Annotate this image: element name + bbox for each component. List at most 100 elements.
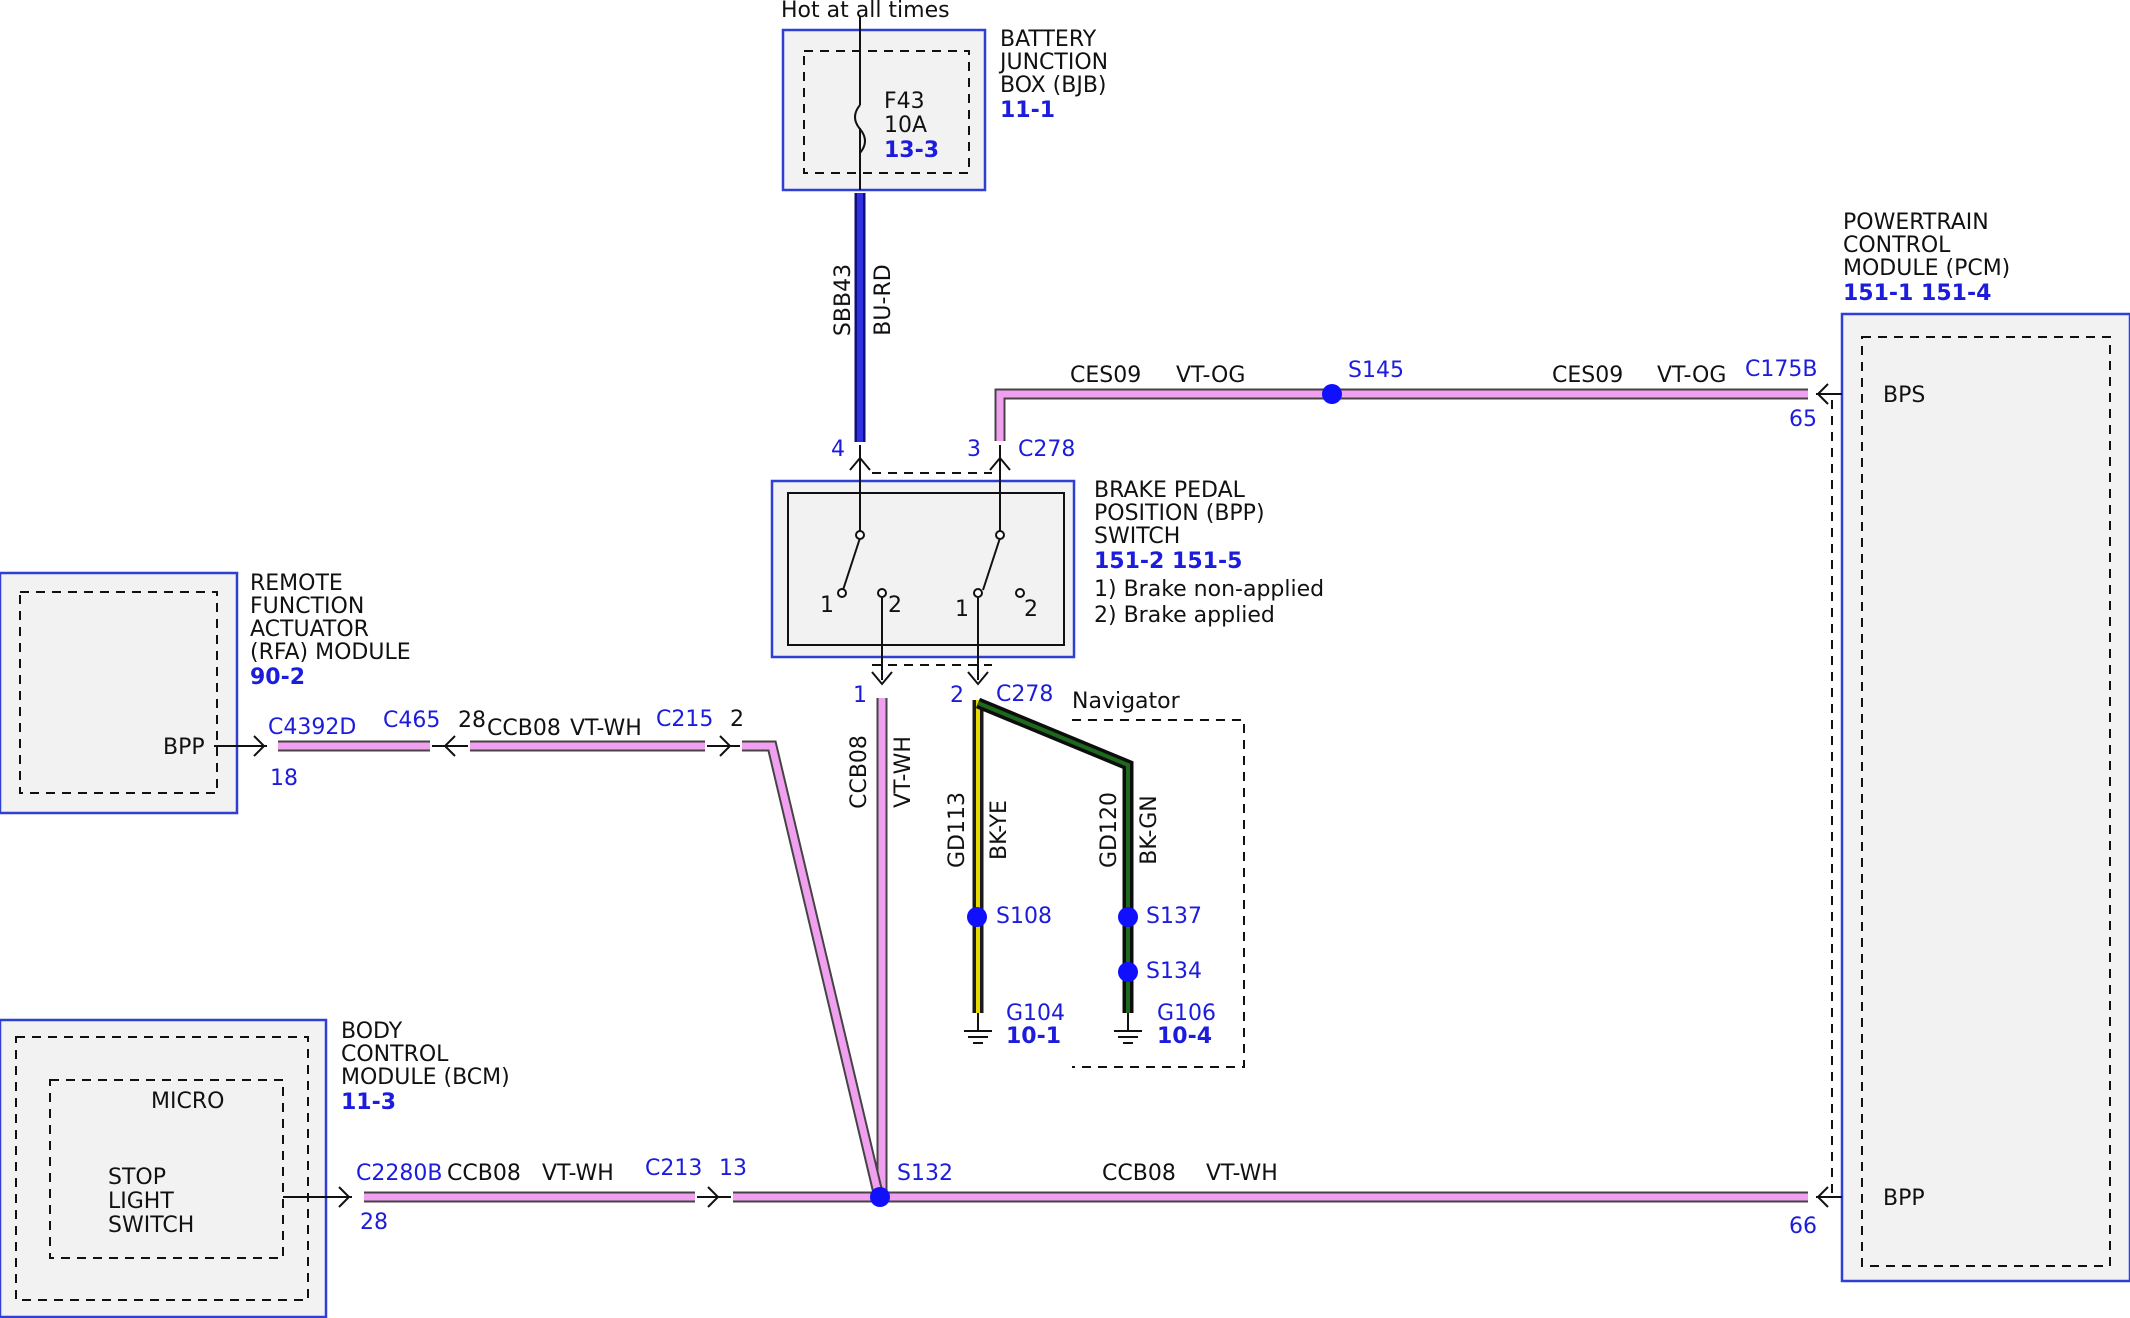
wire-gd113-color: BK-YE	[987, 800, 1012, 860]
fuse-ref[interactable]: 13-3	[884, 138, 939, 163]
wire-ces09-right-circuit: CES09	[1552, 363, 1623, 388]
pcm-title-2: CONTROL	[1843, 233, 1951, 258]
rfa-pin-bpp: BPP	[163, 735, 205, 760]
connector-c2280b-pin: 28	[360, 1210, 388, 1235]
connector-c175b-label: C175B	[1745, 357, 1817, 382]
wire-ces09-left-color: VT-OG	[1176, 363, 1245, 388]
wire-sbb43-circuit: SBB43	[831, 264, 856, 336]
bjb-title-2: JUNCTION	[998, 50, 1108, 75]
wire-sbb43-color: BU-RD	[871, 264, 896, 335]
brake-pedal-position-switch[interactable]	[770, 445, 1076, 686]
splice-s134-label: S134	[1146, 959, 1202, 984]
wire-ccb08-pcm-color: VT-WH	[1206, 1161, 1278, 1186]
wire-ces09-left-circuit: CES09	[1070, 363, 1141, 388]
rfa-title-3: ACTUATOR	[250, 617, 369, 642]
connector-c215-label: C215	[656, 707, 713, 732]
rfa-title-1: REMOTE	[250, 571, 343, 596]
connector-c213-pin: 13	[719, 1156, 747, 1181]
wire-ccb08-vertical-circuit: CCB08	[847, 735, 872, 809]
powertrain-control-module[interactable]	[1831, 312, 2130, 1283]
wire-gd113-circuit: GD113	[945, 792, 970, 868]
connector-c278-bot-pin2: 2	[950, 683, 964, 708]
splice-s108[interactable]	[967, 907, 987, 927]
connector-c278-top-label: C278	[1018, 437, 1075, 462]
connector-c465-label: C465	[383, 708, 440, 733]
wire-ccb08-rfa-circuit: CCB08	[487, 716, 561, 741]
bpp-title-3: SWITCH	[1094, 524, 1180, 549]
fuse-name: F43	[884, 89, 925, 114]
connector-c278-top-pin4: 4	[831, 437, 845, 462]
switch-left-contact-1: 1	[820, 593, 834, 618]
wire-ccb08-rfa-color: VT-WH	[570, 716, 642, 741]
connector-c213-label: C213	[645, 1156, 702, 1181]
ground-g106-symbol[interactable]	[1114, 1013, 1142, 1044]
ground-g106-ref[interactable]: 10-4	[1157, 1024, 1212, 1049]
connector-c175b-pin65: 65	[1789, 407, 1817, 432]
connector-c465-symbol[interactable]	[432, 735, 468, 757]
wire-ccb08-vertical-color: VT-WH	[891, 736, 916, 808]
bcm-stop-line-2: LIGHT	[108, 1189, 174, 1214]
switch-right-contact-1: 1	[955, 597, 969, 622]
rfa-title-4: (RFA) MODULE	[250, 640, 411, 665]
bjb-page-ref[interactable]: 11-1	[1000, 98, 1055, 123]
connector-c278-bot-pin1: 1	[853, 683, 867, 708]
pcm-pin-bpp: BPP	[1883, 1186, 1925, 1211]
connector-c278-top-pin3: 3	[967, 437, 981, 462]
wire-gd120-circuit: GD120	[1097, 792, 1122, 868]
connector-c215-pin: 2	[730, 707, 744, 732]
bcm-stop-line-1: STOP	[108, 1165, 166, 1190]
pcm-pin-bps: BPS	[1883, 383, 1925, 408]
splice-s137[interactable]	[1118, 907, 1138, 927]
ground-g104-symbol[interactable]	[964, 1013, 992, 1044]
ground-g106-name: G106	[1157, 1001, 1216, 1026]
connector-c175b-pin66: 66	[1789, 1214, 1817, 1239]
ground-g104-name: G104	[1006, 1001, 1065, 1026]
bpp-page-ref[interactable]: 151-2 151-5	[1094, 549, 1242, 574]
wire-ces09-right-color: VT-OG	[1657, 363, 1726, 388]
splice-s145-label: S145	[1348, 358, 1404, 383]
wire-ces09[interactable]	[994, 388, 1808, 441]
bcm-title-3: MODULE (BCM)	[341, 1065, 510, 1090]
wire-ccb08-rfa[interactable]	[278, 740, 884, 1195]
bpp-title-2: POSITION (BPP)	[1094, 501, 1265, 526]
wire-ccb08-pcm-circuit: CCB08	[1102, 1161, 1176, 1186]
switch-left-contact-2: 2	[888, 593, 902, 618]
battery-junction-box[interactable]	[781, 16, 987, 192]
bpp-note-2: 2) Brake applied	[1094, 603, 1275, 628]
bcm-page-ref[interactable]: 11-3	[341, 1090, 396, 1115]
wire-ccb08-bcm-color: VT-WH	[542, 1161, 614, 1186]
remote-function-actuator-module[interactable]	[0, 571, 267, 815]
fuse-rating: 10A	[884, 113, 927, 138]
splice-s145[interactable]	[1322, 384, 1342, 404]
bpp-title-1: BRAKE PEDAL	[1094, 478, 1246, 503]
connector-c4392d-label: C4392D	[268, 715, 356, 740]
navigator-region	[1072, 719, 1245, 1068]
bcm-micro-label: MICRO	[151, 1089, 224, 1114]
ground-g104-ref[interactable]: 10-1	[1006, 1024, 1061, 1049]
connector-c213-symbol[interactable]	[697, 1186, 731, 1208]
bcm-title-2: CONTROL	[341, 1042, 449, 1067]
connector-c278-bot-label: C278	[996, 682, 1053, 707]
connector-c175b-bps-symbol[interactable]	[1816, 383, 1842, 405]
splice-s134[interactable]	[1118, 962, 1138, 982]
splice-s132-label: S132	[897, 1161, 953, 1186]
connector-c215-symbol[interactable]	[707, 735, 740, 757]
splice-s137-label: S137	[1146, 904, 1202, 929]
splice-s132[interactable]	[870, 1187, 890, 1207]
pcm-page-ref[interactable]: 151-1 151-4	[1843, 281, 1991, 306]
wire-gd120[interactable]	[975, 697, 1134, 1013]
rfa-page-ref[interactable]: 90-2	[250, 665, 305, 690]
pcm-title-1: POWERTRAIN	[1843, 210, 1989, 235]
body-control-module[interactable]	[0, 1018, 352, 1318]
connector-c175b-bpp-symbol[interactable]	[1816, 1186, 1842, 1208]
wire-ccb08-bcm-circuit: CCB08	[447, 1161, 521, 1186]
wire-gd120-color: BK-GN	[1137, 795, 1162, 864]
bjb-title-3: BOX (BJB)	[1000, 73, 1107, 98]
rfa-title-2: FUNCTION	[250, 594, 364, 619]
switch-right-contact-2: 2	[1024, 597, 1038, 622]
bcm-title-1: BODY	[341, 1019, 403, 1044]
hot-at-all-times-label: Hot at all times	[781, 0, 950, 23]
connector-c4392d-pin: 18	[270, 766, 298, 791]
bjb-title-1: BATTERY	[1000, 27, 1097, 52]
